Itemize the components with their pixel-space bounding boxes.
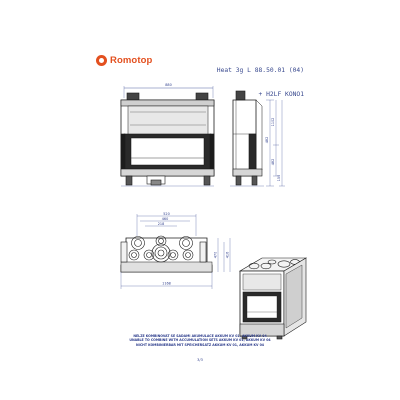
brand-logo: Romotop	[96, 55, 152, 66]
compatibility-notes: NELZE KOMBINOVAT SE SADAMI AKUMULACE AKK…	[100, 334, 300, 347]
romotop-logo-icon	[96, 55, 107, 66]
dim-front-width: 880	[165, 83, 171, 87]
dim-height-b: 482	[271, 159, 275, 165]
model-line-1: Heat 3g L 88.50.01 (04)	[216, 67, 304, 74]
side-view	[230, 90, 264, 187]
dim-plan-top-b: 460	[162, 217, 168, 221]
page-number: 3/3	[197, 358, 203, 362]
plan-view-dimensions: 520 460 218 1168 470 416	[158, 212, 230, 286]
front-view	[120, 86, 215, 187]
note-line-cz: NELZE KOMBINOVAT SE SADAMI AKUMULACE AKK…	[133, 334, 267, 338]
plan-view	[120, 214, 231, 289]
dim-height-c: 150	[277, 175, 281, 181]
note-line-en: UNABLE TO COMBINE WITH ACCUMULATION SETS…	[129, 338, 271, 343]
dim-plan-top-a: 520	[163, 212, 169, 216]
side-view-dimensions	[266, 99, 285, 187]
dim-plan-width: 1168	[162, 282, 171, 286]
dim-height-a: 482	[265, 137, 269, 143]
model-title: Heat 3g L 88.50.01 (04) + H2LF KONO1	[216, 51, 304, 115]
note-line-de: NICHT KOMBINIERBAR MIT SPEICHERSATZ AKKU…	[135, 342, 265, 347]
dim-plan-depth-b: 416	[226, 252, 230, 258]
brand-name: Romotop	[110, 55, 153, 66]
dim-plan-top-c: 218	[158, 222, 164, 226]
front-view-dimensions: 880	[165, 83, 171, 87]
dim-height-total: 1102	[271, 118, 275, 127]
model-line-2: + H2LF KONO1	[258, 91, 305, 98]
isometric-view	[238, 257, 308, 340]
side-view-dim-labels: 482 1102 482 150	[265, 118, 281, 182]
dim-plan-depth-a: 470	[214, 252, 218, 258]
